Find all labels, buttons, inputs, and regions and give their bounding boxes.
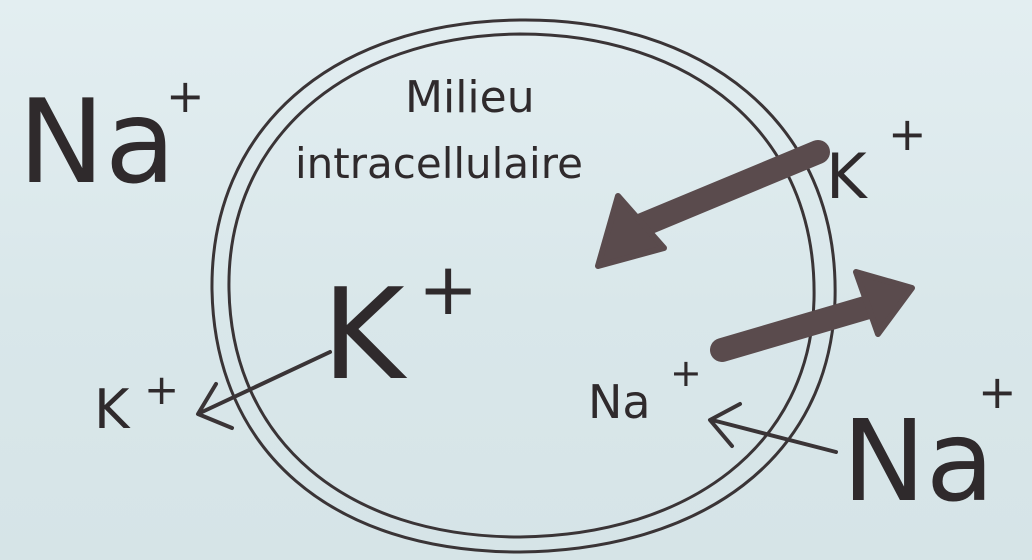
k-inside-charge: + xyxy=(418,247,478,331)
k-inside-symbol: K xyxy=(322,261,408,408)
pump-arrow-na-out xyxy=(710,269,915,362)
leak-arrow-k-out-head xyxy=(196,382,234,430)
ion-k-inside: K + xyxy=(322,247,478,408)
ion-k-outside-bottomleft: K + xyxy=(94,365,179,441)
pump-arrow-na-out-shaft xyxy=(710,294,884,362)
k-bottomleft-charge: + xyxy=(144,365,179,414)
k-topright-charge: + xyxy=(888,107,927,161)
leak-arrow-k-out-shaft xyxy=(200,350,332,414)
na-bottomright-charge: + xyxy=(978,365,1017,419)
membrane-outer-line xyxy=(210,18,837,554)
compartment-label: Milieu intracellulaire xyxy=(295,72,583,188)
ion-na-inside: Na + xyxy=(588,351,702,429)
na-inside-charge: + xyxy=(670,351,702,395)
pump-arrow-k-in-shaft xyxy=(628,140,830,238)
ion-na-outside-bottomright: Na + xyxy=(842,365,1017,527)
membrane-inner-line xyxy=(227,32,816,539)
compartment-label-line2: intracellulaire xyxy=(295,139,583,188)
leak-arrow-na-in xyxy=(708,402,838,454)
leak-arrow-na-in-shaft xyxy=(710,418,838,454)
ion-k-outside-topright: K + xyxy=(826,107,927,213)
na-bottomright-symbol: Na xyxy=(842,397,994,527)
leak-arrow-k-out xyxy=(196,350,332,430)
pump-arrow-na-out-head xyxy=(853,269,915,337)
na-topleft-charge: + xyxy=(166,69,205,123)
k-topright-symbol: K xyxy=(826,140,868,213)
ion-na-outside-topleft: Na + xyxy=(18,69,205,210)
pump-arrow-k-in-head xyxy=(595,193,667,269)
compartment-label-line1: Milieu xyxy=(405,72,535,123)
pump-arrow-k-in xyxy=(595,140,830,269)
leak-arrow-na-in-head xyxy=(708,402,742,448)
na-inside-symbol: Na xyxy=(588,375,651,429)
cell-membrane xyxy=(210,18,837,554)
na-topleft-symbol: Na xyxy=(18,75,176,210)
k-bottomleft-symbol: K xyxy=(94,378,131,441)
